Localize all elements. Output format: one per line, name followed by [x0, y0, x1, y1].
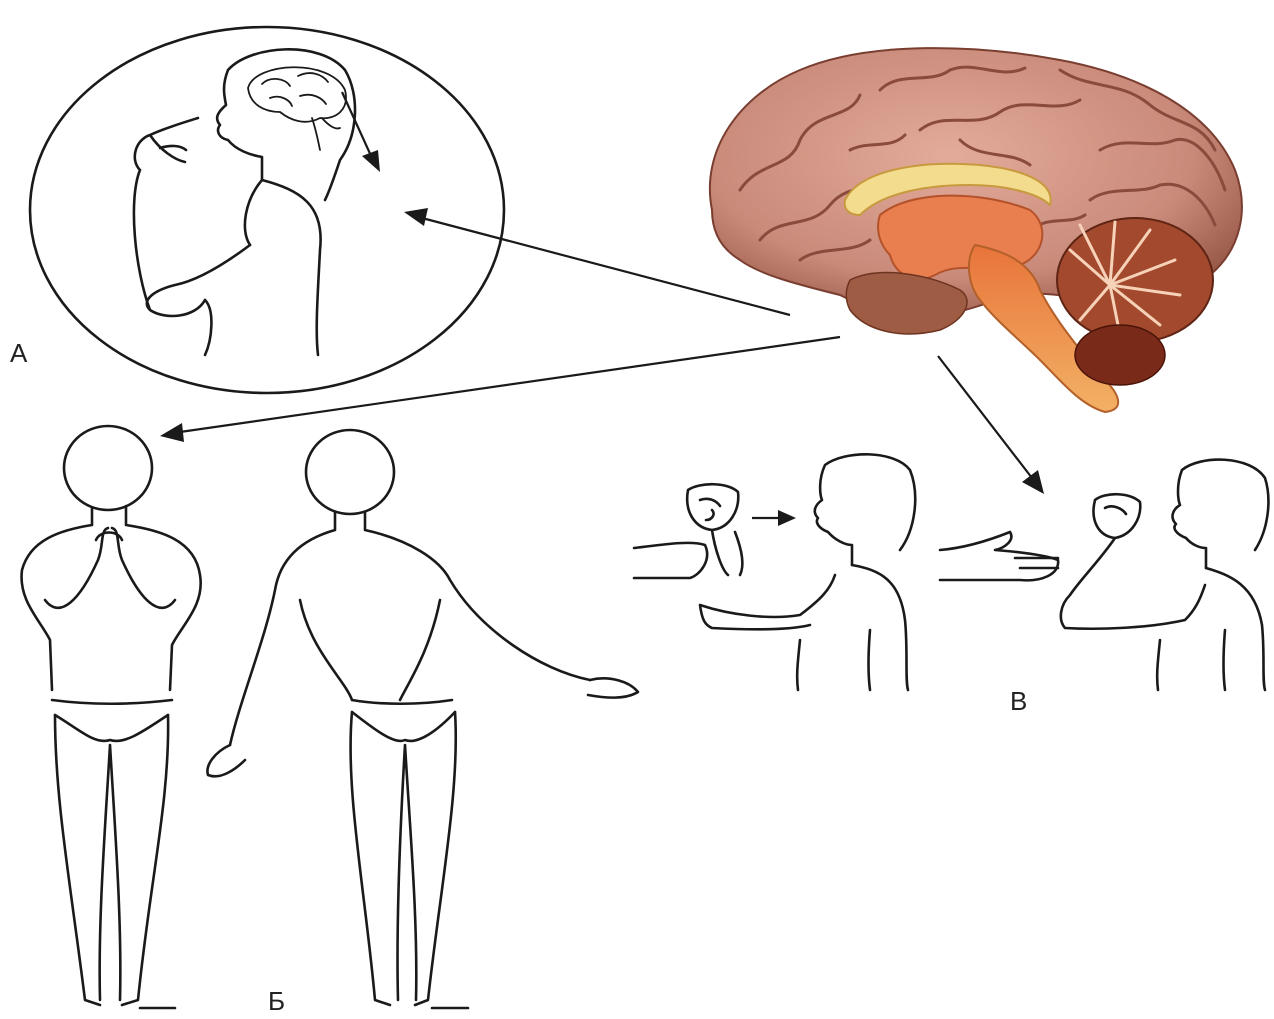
arrow-to-panel-b [160, 423, 184, 442]
panel-c-figure-right [940, 460, 1268, 690]
panel-b-front-head [64, 426, 152, 510]
panel-a-illustration [30, 27, 504, 393]
panel-a-boy-head [217, 49, 355, 200]
panel-a-boy-arm [134, 118, 250, 316]
panel-a-label: А [10, 340, 27, 366]
panel-a-mini-stem [312, 118, 340, 150]
arrow-to-panel-c [1022, 470, 1044, 494]
brain-pons [1075, 325, 1165, 385]
brain-sagittal-illustration [710, 48, 1242, 412]
panel-b-figure-front [22, 426, 201, 1008]
brain-cerebellum [1057, 218, 1213, 342]
panel-a-circle [30, 27, 504, 393]
panel-a-inner-arrowhead [362, 150, 380, 172]
arrow-to-panel-a [404, 208, 428, 226]
panel-b-label: Б [268, 988, 285, 1014]
panel-c-arrowhead [778, 510, 796, 526]
panel-a-boy-torso [205, 180, 321, 355]
panel-a-mini-brain [248, 67, 346, 122]
panel-c-figure-left [634, 454, 915, 690]
panel-b-back-head [306, 430, 394, 514]
panel-b-figure-back [207, 430, 638, 1008]
panel-c-label: В [1010, 688, 1027, 714]
